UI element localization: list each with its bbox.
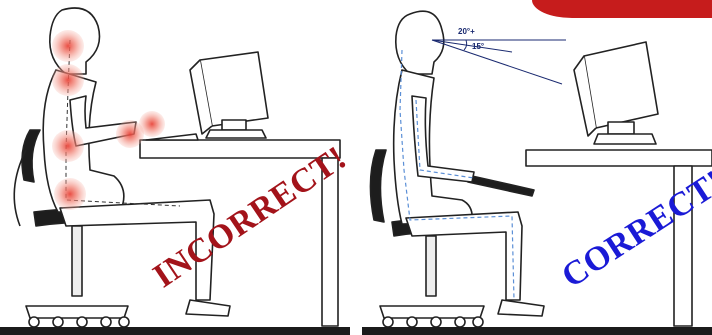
angle-upper-label: 20°+: [458, 27, 475, 36]
correct-posture-illustration: [362, 0, 712, 335]
floor-bar: [0, 327, 350, 335]
correct-posture-panel: 20°+ 15° CORRECT!: [362, 0, 712, 335]
floor-bar: [362, 327, 712, 335]
angle-lower-label: 15°: [472, 42, 484, 51]
incorrect-posture-panel: INCORRECT!: [0, 0, 350, 335]
